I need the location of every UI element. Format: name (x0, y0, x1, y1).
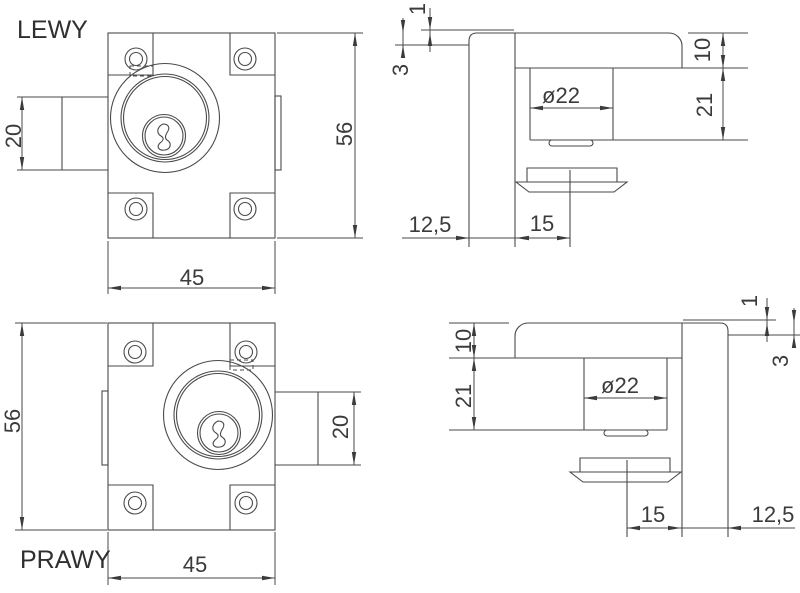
tab-bottom-right (229, 484, 275, 530)
hidden-detail-dashed (129, 65, 154, 77)
keyhole (157, 123, 171, 151)
dim-label-o22: ø22 (542, 83, 580, 108)
view-label-prawy: PRAWY (20, 546, 111, 574)
tab-top-right (229, 33, 275, 76)
dimension-cylinder-diameter: ø22 (530, 83, 613, 111)
tab-top-left (108, 323, 154, 367)
dimension-body-depth: 10 (451, 323, 477, 358)
cylinder-side (449, 358, 668, 437)
dimension-latch-height: 20 (328, 392, 357, 465)
dim-label-o22: ø22 (601, 373, 639, 398)
cam (548, 139, 594, 147)
dim-label-15: 15 (530, 211, 554, 236)
lewy-front-view: 20 56 45 LEWY (1, 16, 363, 294)
dim-label-12-5: 12,5 (752, 502, 795, 527)
dim-label-56: 56 (332, 122, 357, 146)
latch-bolt (275, 391, 361, 466)
strike-plate (568, 457, 683, 537)
dimension-body-depth: 10 (690, 33, 726, 68)
dim-label-20: 20 (1, 124, 26, 148)
dim-label-3: 3 (768, 355, 793, 367)
dimension-top-gap: 1 (405, 3, 433, 52)
dimension-body-width: 45 (107, 241, 276, 294)
dimension-top-gap: 1 (737, 295, 770, 342)
dim-label-10: 10 (690, 38, 715, 62)
tab-bottom-left (108, 484, 154, 530)
view-label-lewy: LEWY (17, 16, 88, 44)
dim-label-15: 15 (641, 502, 665, 527)
dimension-body-height: 56 (0, 322, 107, 531)
screw-holes (123, 340, 258, 515)
cylinder-face (162, 359, 274, 471)
dimension-bolt-thickness: 3 (388, 18, 413, 76)
dimension-body-height: 56 (277, 32, 363, 239)
lock-body-outline (107, 322, 276, 531)
hidden-detail-dashed (229, 359, 254, 371)
dimension-bolt-offset: 15 12,5 (627, 502, 795, 531)
side-strip (274, 95, 282, 171)
dimension-cylinder-diameter: ø22 (584, 373, 667, 401)
cylinder-face (109, 62, 221, 174)
dim-label-45: 45 (183, 552, 207, 577)
dim-label-20: 20 (328, 415, 353, 439)
keyhole (212, 420, 226, 448)
dim-label-12-5: 12,5 (409, 212, 452, 237)
tab-bottom-right (229, 192, 275, 238)
dimension-bolt-offset: 12,5 15 (402, 211, 570, 241)
dim-label-1: 1 (405, 3, 430, 15)
dimension-cylinder-depth: 21 (692, 68, 726, 140)
prawy-front-view: 20 56 45 PRAWY (0, 322, 361, 585)
body-slab (515, 32, 748, 69)
dim-label-21: 21 (692, 93, 717, 117)
dim-label-21: 21 (451, 384, 476, 408)
body-slab (449, 322, 682, 359)
dim-label-3: 3 (388, 64, 413, 76)
dimension-latch-height: 20 (1, 97, 26, 170)
dim-label-10: 10 (451, 329, 476, 353)
tab-bottom-left (108, 192, 154, 238)
dim-label-1: 1 (737, 295, 762, 307)
dimension-bolt-thickness: 3 (768, 308, 797, 367)
dimension-body-width: 45 (107, 532, 276, 585)
screw-holes (124, 47, 257, 221)
lewy-side-view: 1 3 10 21 ø22 (388, 3, 748, 247)
strike-plate (514, 167, 629, 247)
prawy-side-view: 1 3 10 21 ø22 (449, 295, 800, 537)
cylinder-side (529, 68, 748, 147)
latch-bolt (17, 96, 108, 171)
cam (603, 429, 649, 437)
dimension-cylinder-depth: 21 (451, 358, 477, 430)
side-strip (101, 390, 109, 466)
dim-label-45: 45 (180, 265, 204, 290)
dim-label-56: 56 (0, 409, 25, 433)
